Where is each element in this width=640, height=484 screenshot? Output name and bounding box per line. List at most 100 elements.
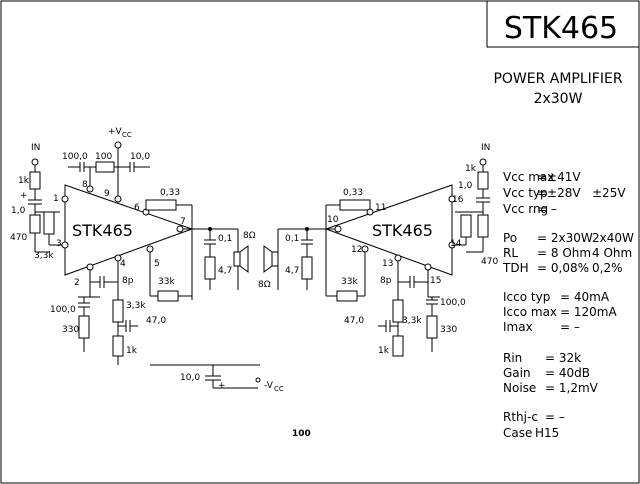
input-left-label: IN	[31, 143, 40, 153]
resistor-1k-right	[477, 171, 489, 190]
svg-text:CC: CC	[122, 131, 132, 139]
svg-text:9: 9	[104, 189, 110, 199]
cap-47-0-left: 47,0	[146, 316, 166, 326]
resistor-330-left	[78, 315, 90, 339]
spec-label: Noise	[503, 381, 536, 395]
subtitle-line-2: 2x30W	[534, 91, 583, 107]
svg-text:5: 5	[154, 259, 160, 269]
cap-0-1-left: 0,1	[218, 234, 232, 244]
svg-text:1: 1	[53, 194, 59, 204]
spec-value: = 1,2mV	[545, 381, 599, 395]
svg-text:2: 2	[74, 278, 80, 288]
svg-text:8Ω: 8Ω	[243, 231, 256, 241]
cap-8p-right: 8p	[380, 276, 392, 286]
spec-alt-value: 0,2%	[592, 261, 623, 275]
svg-text:1k: 1k	[18, 176, 30, 186]
resistor-33k-left	[157, 290, 179, 302]
svg-text:470: 470	[481, 257, 498, 267]
spec-value: = –	[545, 410, 565, 424]
svg-text:4: 4	[120, 259, 126, 269]
input-right-label: IN	[481, 143, 490, 153]
spec-label: Po	[503, 231, 517, 245]
svg-text:+: +	[20, 191, 28, 201]
resistor-1k-b-right	[392, 335, 404, 357]
svg-text:0,33: 0,33	[343, 188, 363, 198]
vcc-neg-label: -V	[264, 381, 274, 391]
spec-label: Icco typ	[503, 290, 550, 304]
resistor-3-3k-left	[43, 211, 55, 235]
spec-label: TDH	[502, 261, 529, 275]
svg-text:100,0: 100,0	[50, 305, 76, 315]
svg-text:100,0: 100,0	[440, 298, 466, 308]
svg-text:+: +	[218, 381, 226, 391]
spec-label: Vcc typ	[503, 186, 548, 200]
spec-value: = –	[537, 202, 557, 216]
resistor-3-3k-right	[460, 214, 472, 238]
spec-value: = 0,08%	[537, 261, 589, 275]
spec-alt-value: 4 Ohm	[592, 246, 632, 260]
cap-8p-left: 8p	[122, 276, 134, 286]
subtitle-line-1: POWER AMPLIFIER	[493, 71, 622, 87]
resistor-470-left	[29, 214, 41, 234]
resistor-4-7-right	[301, 256, 313, 280]
cap-1-0-left: 1,0	[11, 206, 26, 216]
resistor-0-33-right	[339, 199, 371, 211]
svg-text:470: 470	[10, 233, 27, 243]
resistor-100-left	[95, 161, 115, 173]
input-left-terminal[interactable]	[31, 158, 39, 166]
spec-label: RL	[503, 246, 518, 260]
resistor-3-3k-b-left	[112, 299, 124, 323]
spec-label: Case	[503, 426, 532, 440]
spec-value: =±41V	[537, 170, 581, 184]
svg-text:4,7: 4,7	[218, 266, 232, 276]
vcc-pos-terminal[interactable]	[114, 141, 122, 149]
svg-text:3,3k: 3,3k	[402, 316, 422, 326]
cap-1-0-right: 1,0	[458, 181, 473, 191]
svg-text:10: 10	[327, 215, 339, 225]
input-right-terminal[interactable]	[479, 158, 487, 166]
spec-value: = 2x30W	[537, 231, 593, 245]
speaker-right-body	[271, 251, 279, 267]
svg-text:1k: 1k	[465, 164, 477, 174]
svg-text:8: 8	[82, 180, 88, 190]
amp-right-triangle	[324, 184, 453, 276]
speaker-right-icon	[263, 245, 273, 273]
svg-text:11: 11	[375, 203, 386, 213]
resistor-33k-right	[336, 290, 358, 302]
title: STK465	[504, 11, 618, 46]
cap-100-0-left: 100,0	[62, 152, 88, 162]
speaker-left-body	[233, 251, 241, 267]
svg-text:3,3k: 3,3k	[126, 301, 146, 311]
vcc-neg-terminal[interactable]	[255, 377, 261, 383]
spec-value: = –	[560, 320, 580, 334]
title-box	[486, 0, 640, 48]
spec-alt-value: 2x40W	[592, 231, 634, 245]
resistor-0-33-left	[145, 199, 177, 211]
svg-text:4,7: 4,7	[285, 266, 299, 276]
svg-text:CC: CC	[274, 385, 284, 393]
speaker-left-icon	[239, 245, 249, 273]
resistor-330-right	[426, 315, 438, 339]
cap-10-0-rail: 10,0	[180, 373, 200, 383]
spec-label: Icco max	[503, 305, 557, 319]
spec-label: Rin	[503, 351, 522, 365]
right-channel: STK465 10 0,33 11 0,1 4,7 8Ω 12 13	[258, 143, 498, 357]
svg-text:16: 16	[452, 195, 464, 205]
svg-text:7: 7	[180, 217, 186, 227]
svg-text:0,33: 0,33	[160, 188, 180, 198]
spec-alt-value: ±25V	[592, 186, 626, 200]
svg-text:330: 330	[62, 325, 79, 335]
svg-text:8Ω: 8Ω	[258, 280, 271, 290]
svg-text:3: 3	[56, 239, 62, 249]
spec-value: =±28V	[537, 186, 581, 200]
vcc-pos-label: +V	[108, 127, 123, 137]
spec-label: Imax	[503, 320, 533, 334]
amp-right-label: STK465	[372, 221, 433, 240]
cap-10-0-left: 10,0	[130, 152, 150, 162]
spec-value: = 8 Ohm	[537, 246, 591, 260]
svg-text:33k: 33k	[341, 277, 358, 287]
svg-text:1k: 1k	[378, 346, 390, 356]
spec-value: = 32k	[545, 351, 581, 365]
